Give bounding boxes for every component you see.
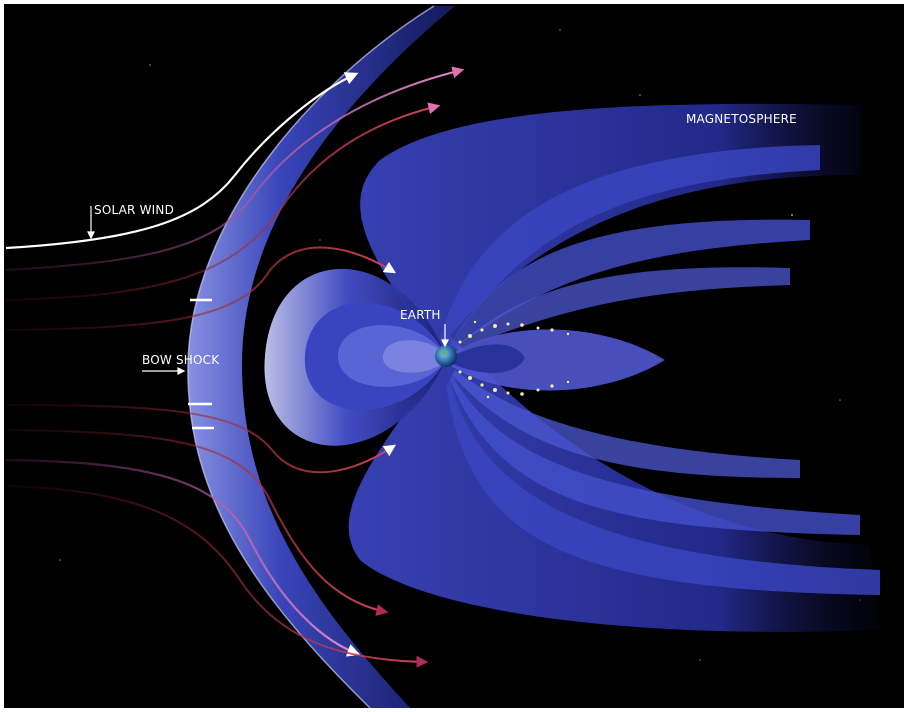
dayside-lobe-core [382,340,446,373]
magnetosphere-label: MAGNETOSPHERE [686,112,797,126]
tail-sheet-upper-2 [450,219,810,348]
tail-sheet-upper-1 [440,145,820,345]
magnetosphere-tail-outer [348,103,880,632]
arrow-right-icon [177,367,186,375]
earth-label: EARTH [400,308,441,322]
label-pointers [87,206,449,375]
tail-sheet-lower-2 [450,375,860,535]
nightside-core-loop [450,344,525,374]
arrow-down-icon [87,231,95,240]
solar-wind-streamlines [5,66,465,668]
wind-line-6 [5,429,389,616]
tail-sheet-upper-3 [455,267,790,350]
tail-sheet-lower-3 [446,380,880,595]
bow-shock-region [187,6,455,708]
wind-line-8 [5,485,429,668]
wind-line-4 [5,246,397,331]
solar-wind-label: SOLAR WIND [94,203,175,217]
wind-line-3 [5,102,441,301]
wind-line-1 [5,72,359,250]
wind-line-2 [5,66,465,271]
earth-globe-icon [435,345,457,367]
bow-shock-label: BOW SHOCK [142,353,220,367]
tail-sheet-lower-1 [452,370,800,478]
arrow-down-icon [441,339,449,348]
wind-line-5 [5,404,397,474]
plasma-belt [458,320,570,399]
magnetosphere [264,103,880,632]
wind-line-7 [5,458,361,657]
